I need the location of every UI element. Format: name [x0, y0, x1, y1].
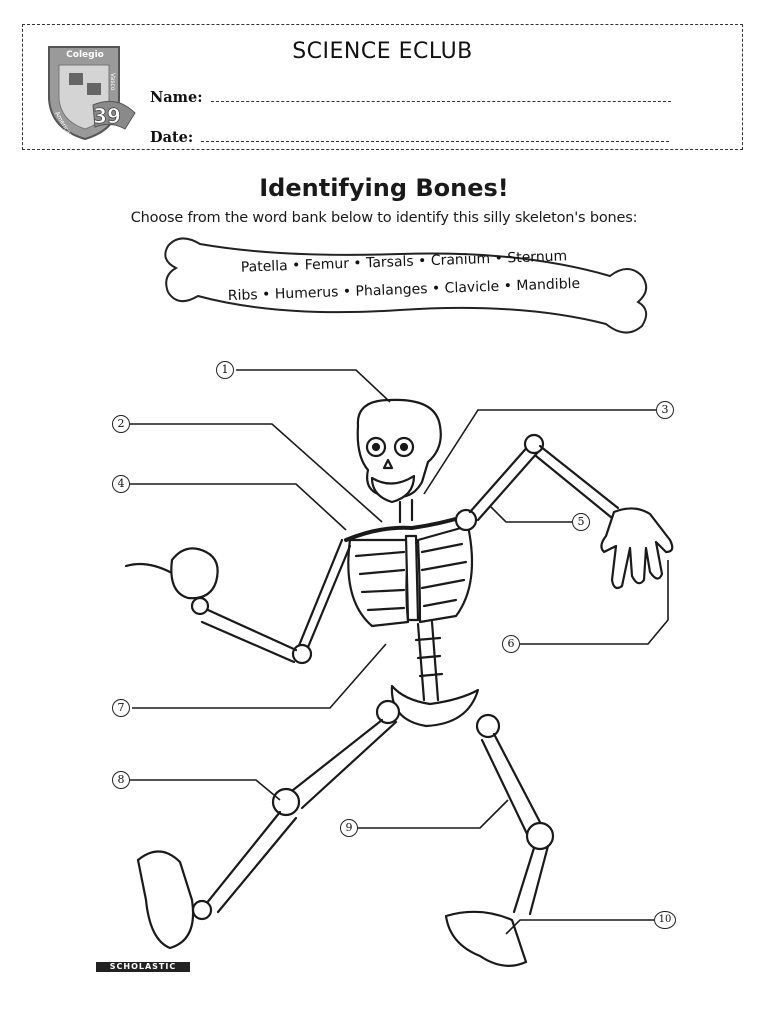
worksheet-instructions: Choose from the word bank below to ident…	[130, 210, 638, 226]
label-marker-5: 5	[572, 513, 590, 531]
label-marker-1: 1	[216, 361, 234, 379]
label-marker-4: 4	[112, 475, 130, 493]
header-box: Colegio 39 Americano Vasco SCIENCE ECLUB…	[22, 24, 743, 150]
label-marker-3: 3	[656, 401, 674, 419]
leader-line-4	[130, 483, 347, 531]
leader-line-6	[520, 560, 669, 645]
name-field[interactable]: Name:	[150, 89, 671, 106]
name-label: Name:	[150, 89, 203, 106]
logo-text-side2: Vasco	[109, 73, 116, 91]
leader-line-3	[423, 409, 656, 495]
date-label: Date:	[150, 129, 194, 146]
label-marker-10: 10	[654, 911, 676, 929]
school-crest-icon: Colegio 39 Americano Vasco	[48, 46, 136, 142]
leader-line-2	[130, 423, 383, 523]
logo-text-top: Colegio	[66, 50, 104, 60]
leader-line-8	[130, 779, 281, 801]
club-title: SCIENCE ECLUB	[23, 39, 742, 64]
date-input-line[interactable]	[201, 140, 670, 142]
label-marker-8: 8	[112, 771, 130, 789]
leader-line-7	[132, 643, 387, 709]
label-marker-9: 9	[340, 819, 358, 837]
club-title-text: SCIENCE ECLUB	[292, 39, 473, 64]
leader-line-10	[505, 919, 654, 935]
label-marker-7: 7	[112, 699, 130, 717]
name-input-line[interactable]	[210, 100, 671, 102]
publisher-logo: SCHOLASTIC	[96, 962, 190, 972]
skeleton-illustration	[124, 369, 674, 967]
bone-frame-icon	[164, 237, 648, 334]
label-marker-2: 2	[112, 415, 130, 433]
leader-line-9	[358, 799, 509, 829]
logo-anniversary: 39	[93, 104, 121, 128]
leader-line-1	[236, 369, 391, 403]
worksheet-title: Identifying Bones!	[259, 174, 509, 202]
leader-line-5	[489, 505, 572, 523]
date-field[interactable]: Date:	[150, 129, 670, 146]
label-marker-6: 6	[502, 635, 520, 653]
word-bank: Patella • Femur • Tarsals • Cranium • St…	[160, 232, 648, 348]
